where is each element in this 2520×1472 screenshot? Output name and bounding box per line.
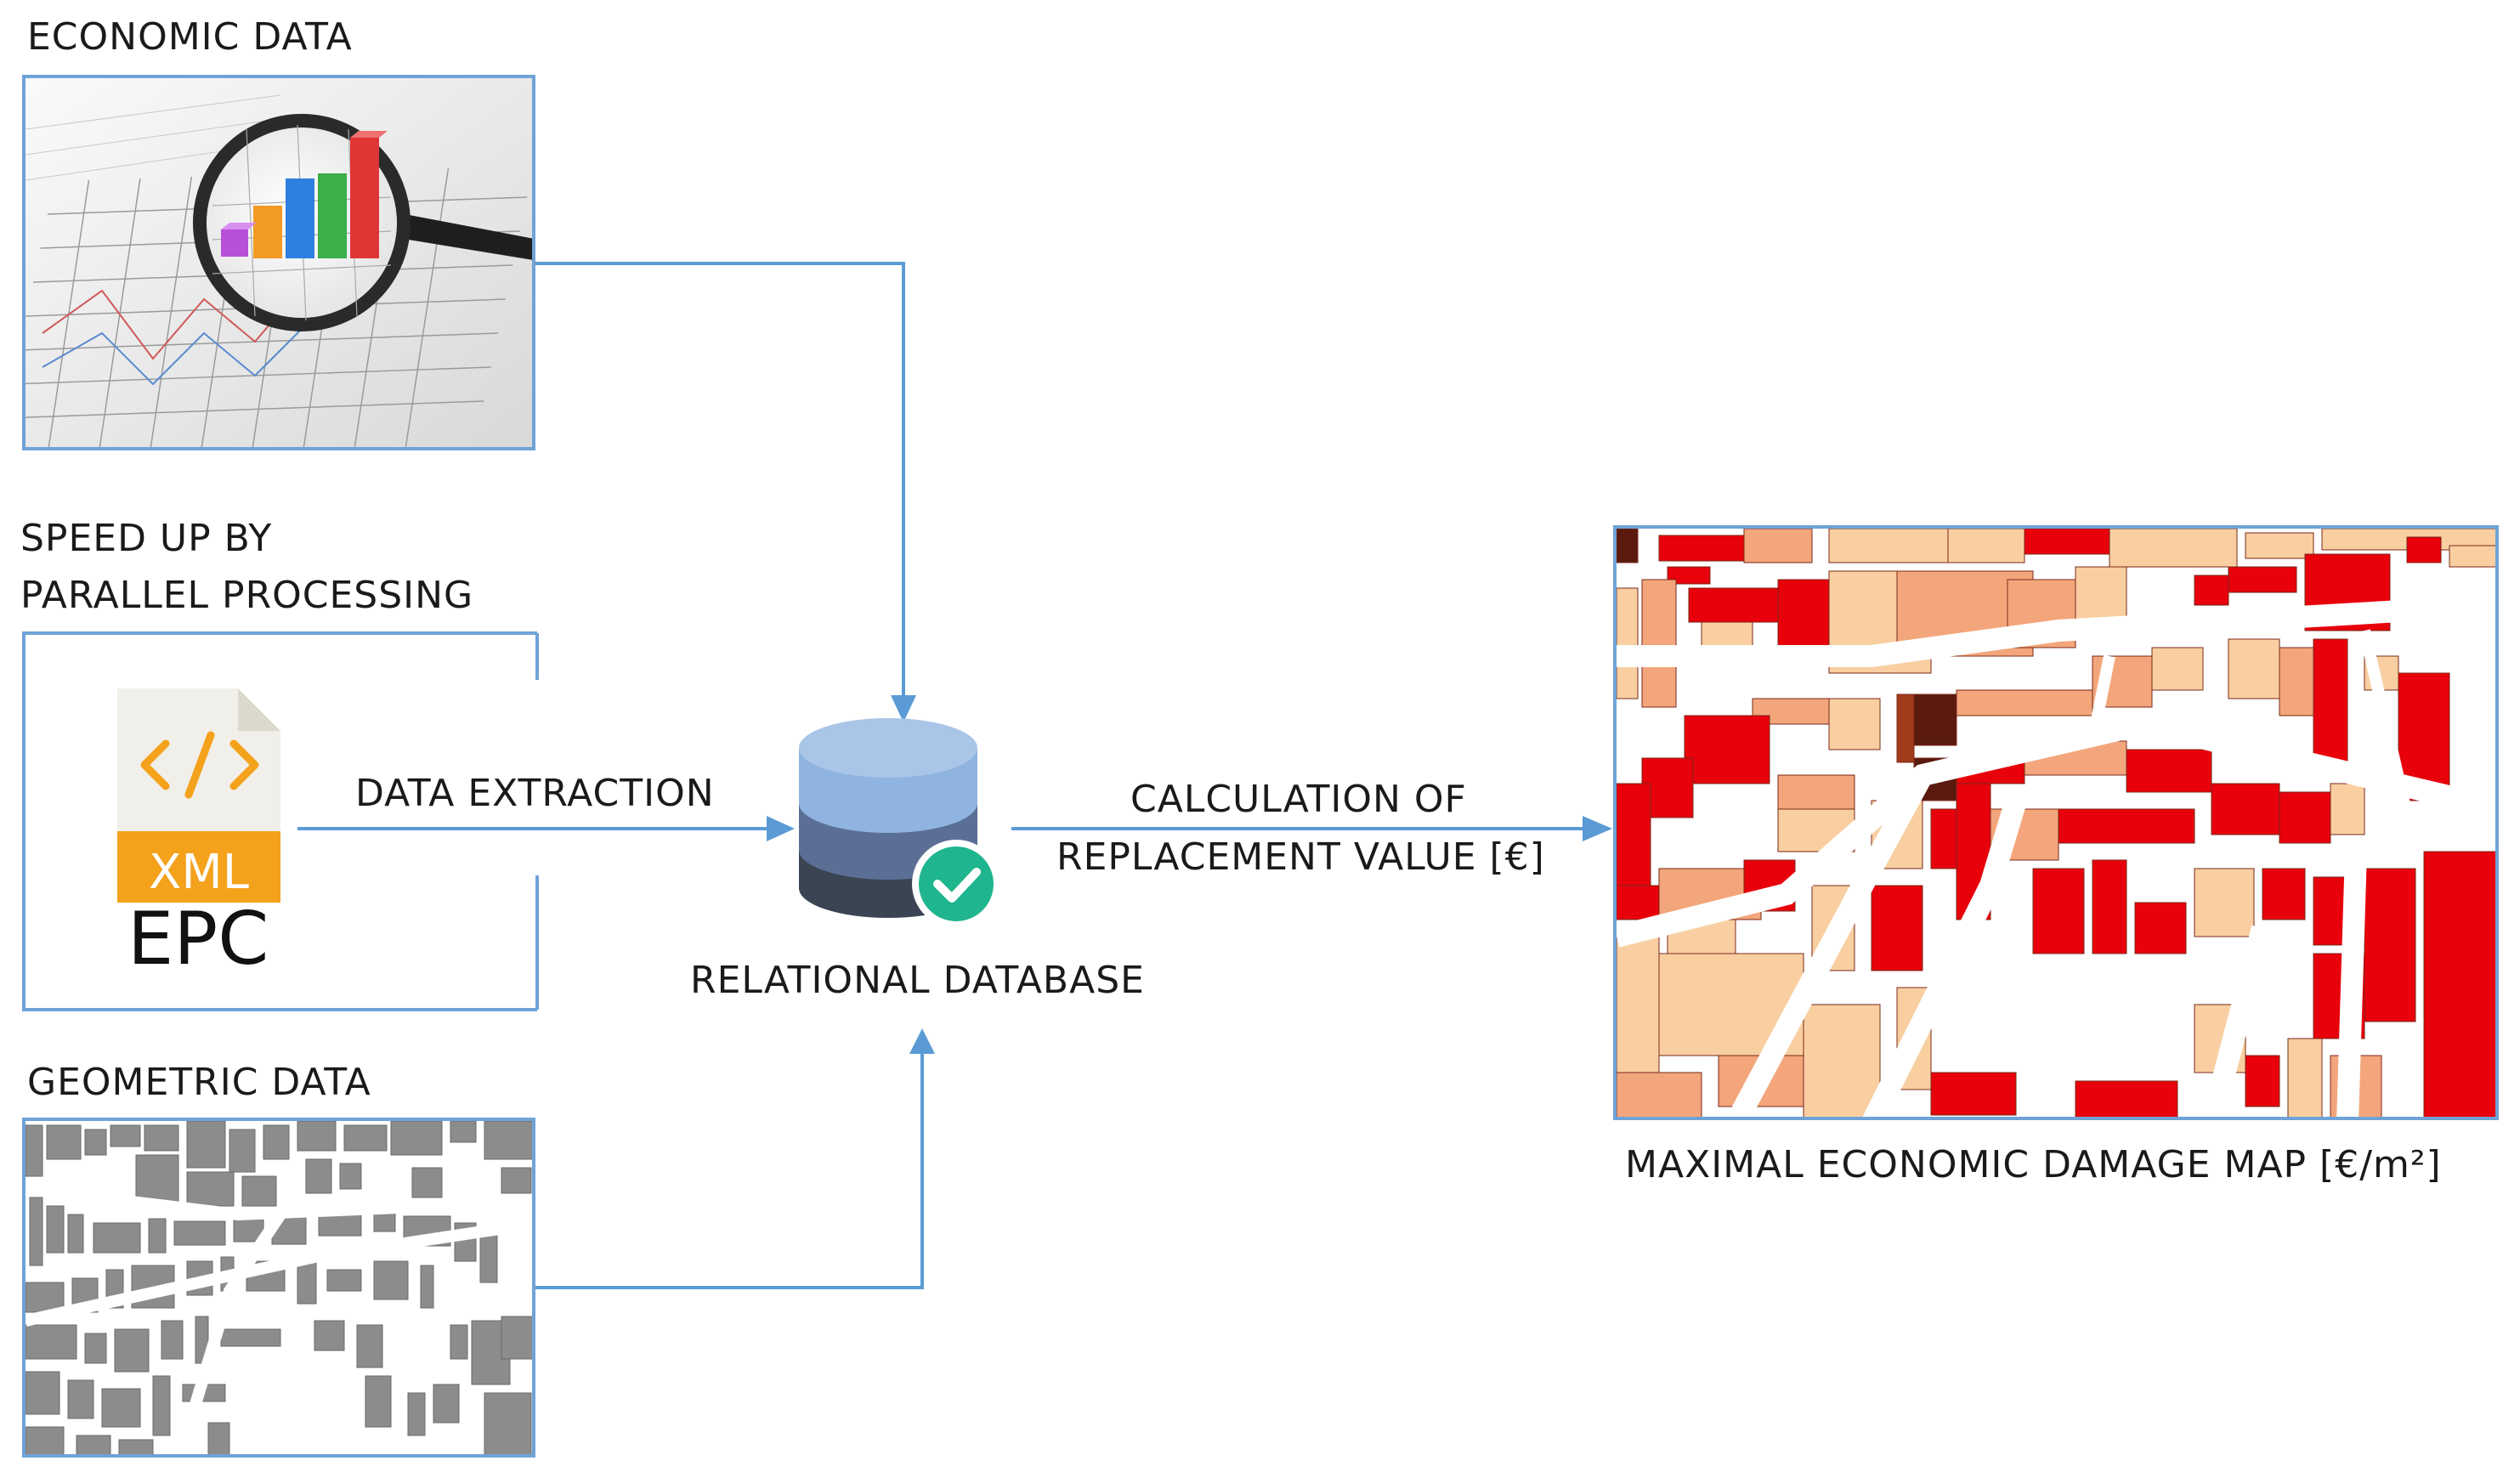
arrowhead-down (891, 695, 916, 722)
epc-caption: EPC (127, 897, 269, 982)
arrow-geometric-to-database (535, 1054, 924, 1289)
arrow-economic-to-database (535, 262, 905, 714)
data-extraction-label: DATA EXTRACTION (355, 772, 715, 815)
xml-file-icon: XML (117, 688, 280, 903)
economic-data-image (22, 75, 535, 450)
relational-database-label: RELATIONAL DATABASE (690, 959, 1145, 1002)
arrowhead-right (767, 816, 795, 841)
economic-data-label: ECONOMIC DATA (27, 15, 353, 59)
geometric-data-map (22, 1118, 535, 1458)
damage-choropleth (1617, 529, 2495, 1117)
arrowhead-right-map (1583, 816, 1612, 841)
check-icon (912, 840, 1000, 928)
building-footprints-gray (25, 1121, 532, 1454)
speed-up-label-line2: PARALLEL PROCESSING (20, 574, 474, 617)
economic-damage-map (1613, 525, 2499, 1120)
magnifier-chart-illustration (25, 78, 532, 447)
calculation-label-line1: CALCULATION OF (1130, 778, 1467, 821)
damage-map-label: MAXIMAL ECONOMIC DAMAGE MAP [€/m²] (1625, 1143, 2442, 1186)
geometric-data-label: GEOMETRIC DATA (27, 1061, 371, 1104)
code-icon (140, 731, 259, 799)
speed-up-label-line1: SPEED UP BY (20, 517, 273, 560)
database-icon (799, 718, 1000, 928)
xml-badge-text: XML (149, 845, 249, 900)
xml-group-bracket (22, 631, 539, 1011)
arrowhead-up (909, 1028, 935, 1054)
calculation-label-line2: REPLACEMENT VALUE [€] (1056, 835, 1545, 879)
